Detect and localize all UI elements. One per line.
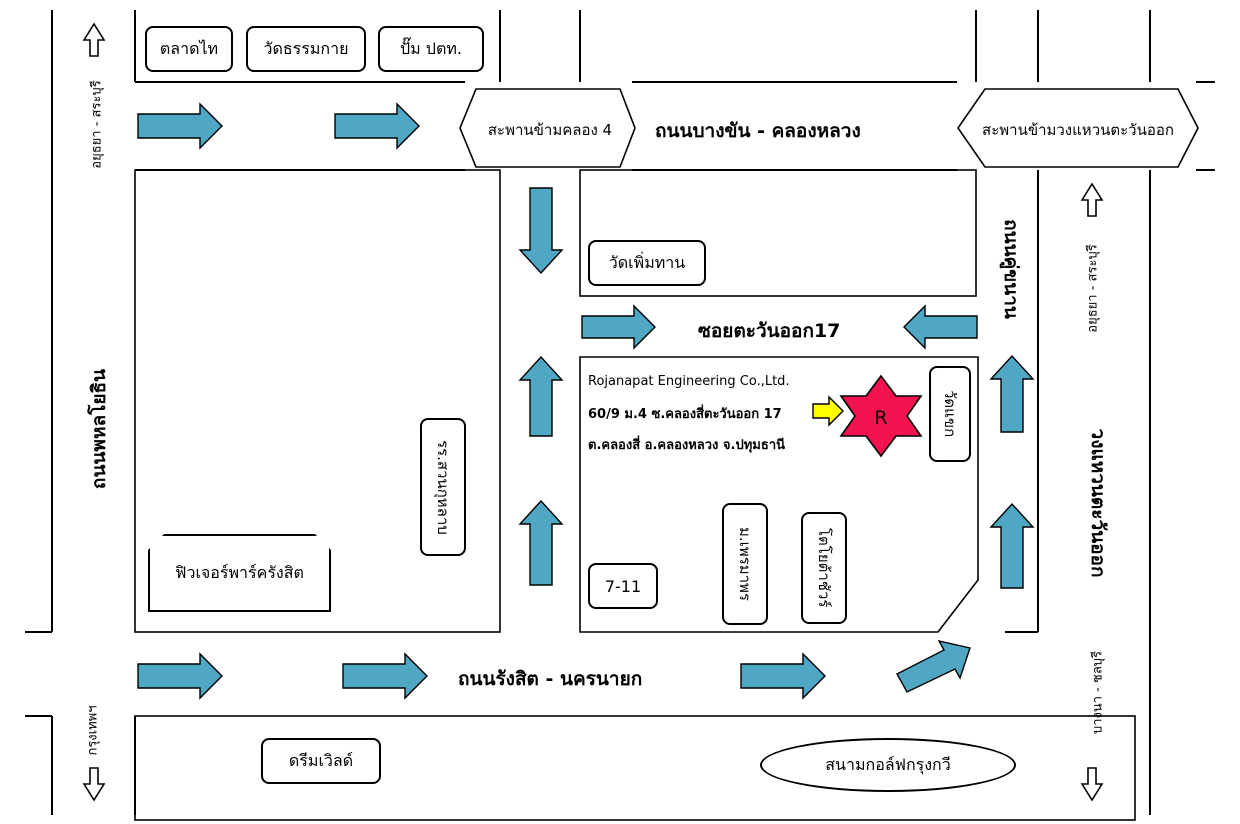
label-future-park: ฟิวเจอร์พาร์ครังสิต xyxy=(148,534,331,612)
dir-top-left: อยุธยา - สระบุรี xyxy=(89,80,105,169)
bridge-khlong4-shape xyxy=(459,88,636,168)
dir-right-upper: อยุธยา - สระบุรี xyxy=(1085,244,1101,333)
company-address-1: 60/9 ม.4 ซ.คลองสี่ตะวันออก 17 xyxy=(588,407,782,422)
right-arrow-icon xyxy=(740,652,826,700)
label-dream-world: ดรีมเวิลด์ xyxy=(261,738,381,784)
road-lines xyxy=(25,10,1215,815)
label-toyota: โตโยต้าชัวร์ xyxy=(801,512,847,624)
label-school-suan-kularb: รร.สวนกุหลาบ xyxy=(420,418,466,556)
up-arrow-icon xyxy=(518,355,564,437)
label-seven-eleven: 7-11 xyxy=(588,563,658,609)
label-bridge-ring: สะพานข้ามวงแหวนตะวันออก xyxy=(982,121,1174,139)
label-wat-khaek: วัดแขก xyxy=(929,366,971,462)
road-ring: วงแหวนตะวันออก xyxy=(1087,428,1109,578)
label-ptt-station: ปั๊ม ปตท. xyxy=(378,26,484,72)
up-arrow-icon xyxy=(989,502,1035,589)
company-star-marker xyxy=(839,374,923,458)
route-arrows xyxy=(137,102,1035,700)
road-rangsit: ถนนรังสิต - นครนายก xyxy=(458,668,643,690)
dir-bottom-right: บางนา - ชลบุรี xyxy=(1090,650,1106,735)
right-arrow-icon xyxy=(334,102,420,150)
right-arrow-icon xyxy=(137,102,223,150)
pointer-arrow-icon xyxy=(812,395,844,427)
right-arrow-icon xyxy=(342,652,428,700)
label-bridge-khlong4: สะพานข้ามคลอง 4 xyxy=(487,121,613,139)
down-arrow-icon xyxy=(1080,767,1104,802)
dir-bottom-left: กรุงเทพฯ xyxy=(85,705,101,756)
up-arrow-icon xyxy=(989,354,1035,433)
road-soi-17: ซอยตะวันออก17 xyxy=(698,320,841,342)
label-wat-thammakai: วัดธรรมกาย xyxy=(246,26,366,72)
right-arrow-icon xyxy=(137,652,223,700)
right-arrow-icon xyxy=(581,304,656,350)
label-wat-phoem-than: วัดเพิ่มทาน xyxy=(588,240,706,286)
marker-letter: R xyxy=(874,407,887,429)
road-khu-nan: ถนนคู่ขนาน xyxy=(1000,219,1022,319)
label-moo-baan-phraya: ม.เพรมาพร xyxy=(722,503,768,625)
company-address-2: ต.คลองสี่ อ.คลองหลวง จ.ปทุมธานี xyxy=(588,438,785,453)
left-arrow-icon xyxy=(903,304,978,350)
up-arrow-icon xyxy=(518,499,564,586)
road-phahon: ถนนพหลโยธิน xyxy=(88,368,110,490)
diagonal-arrow-icon xyxy=(896,639,971,693)
up-arrow-icon xyxy=(82,22,106,57)
down-arrow-icon xyxy=(82,767,106,802)
label-talad-thai: ตลาดไท xyxy=(145,26,233,72)
down-arrow-icon xyxy=(518,187,564,275)
company-name: Rojanapat Engineering Co.,Ltd. xyxy=(588,374,790,389)
label-golf: สนามกอล์ฟกรุงกวี xyxy=(760,738,1016,792)
up-arrow-icon xyxy=(1080,182,1104,217)
bridge-ring-shape xyxy=(957,88,1199,168)
road-bang-khan: ถนนบางขัน - คลองหลวง xyxy=(655,120,861,142)
